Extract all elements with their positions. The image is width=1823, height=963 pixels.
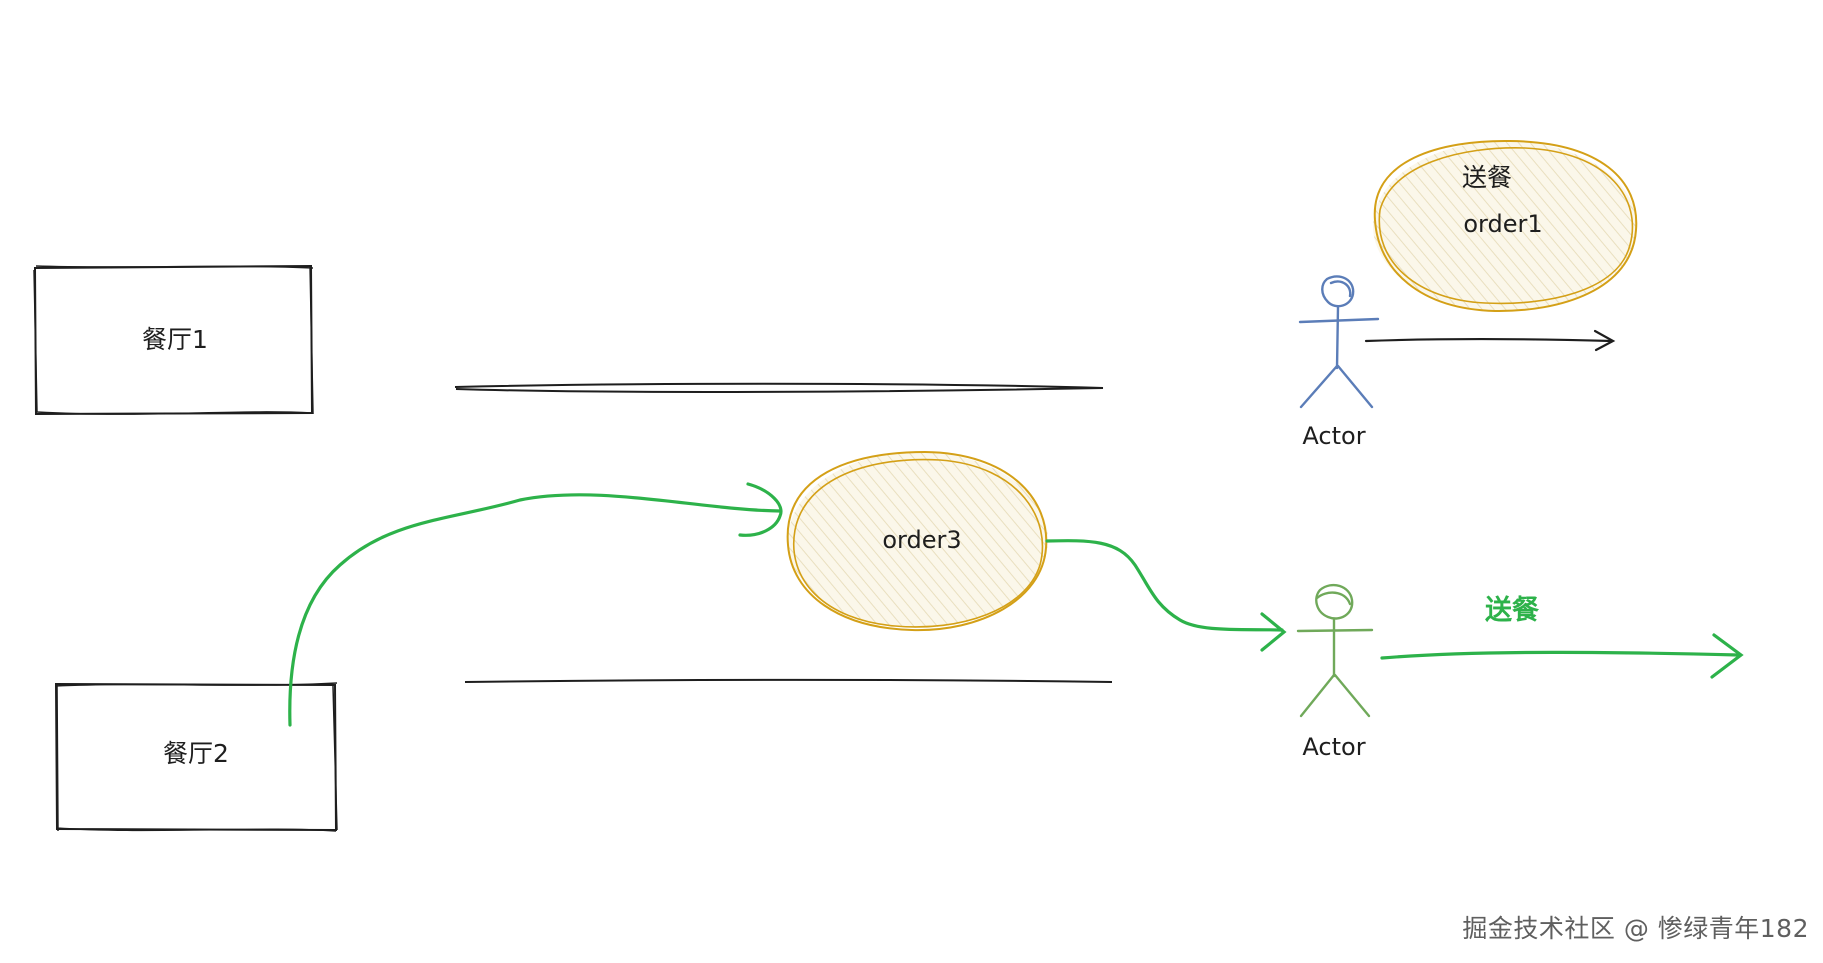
restaurant-2-label: 餐厅2 xyxy=(163,739,229,768)
actor-1-label: Actor xyxy=(1302,422,1365,450)
delivery-label: 送餐 xyxy=(1485,595,1540,626)
restaurant-1-box[interactable]: 餐厅1 xyxy=(33,264,314,416)
actor-2-label: Actor xyxy=(1302,733,1365,761)
order-1-node[interactable]: 送餐 order1 xyxy=(1373,139,1638,313)
flow-arrow-restaurant-to-order3 xyxy=(288,482,783,727)
flow-arrow-order3-to-actor xyxy=(1045,539,1287,652)
restaurant-1-label: 餐厅1 xyxy=(142,325,208,354)
bottom-divider-line xyxy=(464,678,1113,683)
actor-1-arrow xyxy=(1364,329,1616,352)
actor-2-figure[interactable] xyxy=(1296,583,1374,718)
top-divider-line xyxy=(454,382,1104,393)
order-1-label: order1 xyxy=(1463,210,1542,238)
actor-1-figure[interactable] xyxy=(1298,275,1380,409)
watermark: 掘金技术社区 @ 惨绿青年182 xyxy=(1462,914,1809,943)
delivery-arrow xyxy=(1380,633,1744,679)
order-3-node[interactable]: order3 xyxy=(786,450,1048,632)
order-3-label: order3 xyxy=(882,526,961,554)
order-1-caption: 送餐 xyxy=(1462,163,1512,192)
restaurant-2-box[interactable]: 餐厅2 xyxy=(54,682,338,832)
